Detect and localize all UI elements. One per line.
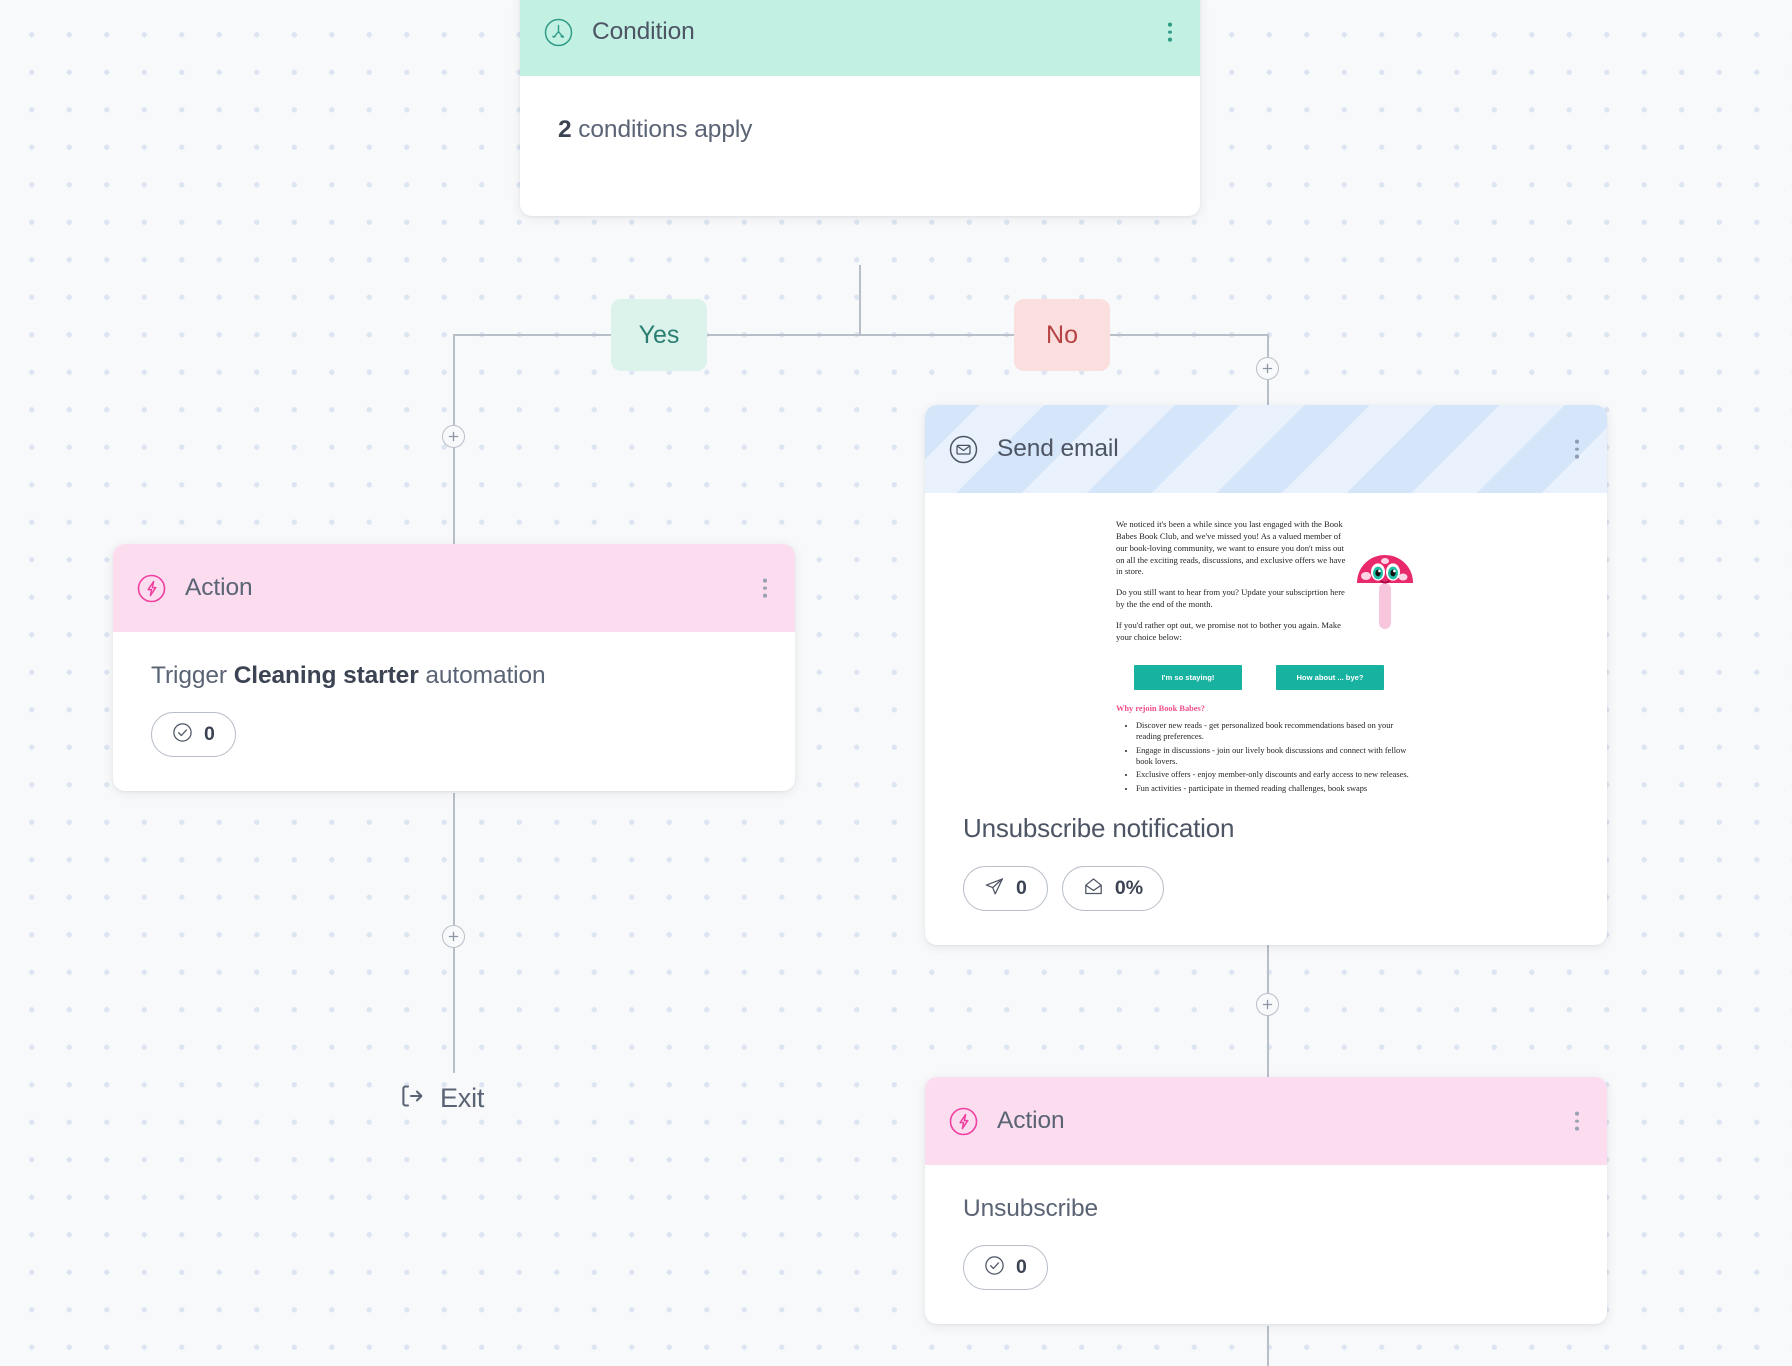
action-left-completed-stat[interactable]: 0 — [151, 712, 236, 757]
exit-label: Exit — [440, 1083, 485, 1113]
condition-kebab-menu[interactable] — [1164, 19, 1176, 46]
action-bottom-stat-value: 0 — [1016, 1256, 1027, 1278]
add-step-button-after-email[interactable] — [1256, 993, 1279, 1016]
action-left-kebab-menu[interactable] — [759, 575, 771, 602]
kebab-dot — [763, 593, 767, 598]
send-email-stats: 0 0% — [963, 866, 1569, 911]
list-item: Discover new reads - get personalized bo… — [1136, 720, 1416, 743]
action-left-suffix: automation — [418, 662, 546, 689]
kebab-dot — [1168, 37, 1172, 42]
kebab-dot — [1575, 1126, 1579, 1131]
action-bolt-icon — [947, 1105, 979, 1137]
plus-icon — [448, 931, 459, 942]
plus-icon — [448, 431, 459, 442]
kebab-dot — [1168, 22, 1172, 27]
connector-branch-bus — [453, 334, 1268, 336]
connector-condition-out — [859, 265, 861, 335]
action-left-header: Action — [113, 544, 795, 632]
kebab-dot — [1575, 1111, 1579, 1116]
add-step-button-yes-branch[interactable] — [442, 425, 465, 448]
add-step-button-no-branch[interactable] — [1256, 357, 1279, 380]
action-left-automation-name: Cleaning starter — [233, 662, 419, 689]
list-item: Engage in discussions - join our lively … — [1136, 745, 1416, 768]
email-open-rate-stat[interactable]: 0% — [1061, 866, 1165, 911]
action-left-prefix: Trigger — [151, 662, 234, 689]
kebab-dot — [1575, 447, 1579, 451]
paper-plane-icon — [984, 876, 1005, 902]
email-open-rate-value: 0% — [1114, 877, 1144, 899]
action-bolt-icon — [135, 572, 167, 604]
action-left-stat-value: 0 — [204, 723, 215, 745]
email-paragraph-1: We noticed it's been a while since you l… — [1116, 519, 1346, 577]
action-left-title: Action — [185, 574, 253, 601]
condition-node-card[interactable]: Condition 2 conditions apply — [520, 0, 1200, 216]
branch-yes-text: Yes — [638, 320, 680, 349]
email-preview-buttons: I'm so staying! How about ... bye? — [1134, 664, 1416, 690]
send-email-node-card[interactable]: Send email We noticed it's been a while … — [925, 405, 1607, 945]
plus-icon — [1262, 999, 1273, 1010]
action-bottom-title: Action — [997, 1107, 1065, 1134]
envelope-icon — [947, 433, 979, 465]
action-bottom-header: Action — [925, 1077, 1607, 1165]
kebab-dot — [763, 578, 767, 583]
branch-no-text: No — [1046, 320, 1078, 349]
email-paragraph-2: Do you still want to hear from you? Upda… — [1116, 587, 1345, 610]
condition-summary: 2 conditions apply — [558, 116, 1162, 144]
branch-label-yes[interactable]: Yes — [611, 299, 707, 371]
kebab-dot — [1575, 454, 1579, 459]
send-email-title: Send email — [997, 435, 1119, 462]
kebab-dot — [1575, 439, 1579, 444]
condition-card-body: 2 conditions apply — [520, 76, 1200, 216]
kebab-dot — [1168, 30, 1172, 34]
action-bottom-completed-stat[interactable]: 0 — [963, 1245, 1048, 1290]
send-email-header: Send email — [925, 405, 1607, 493]
condition-summary-text: conditions apply — [571, 116, 753, 143]
email-button-stay[interactable]: I'm so staying! — [1134, 664, 1242, 690]
email-preview-thumbnail[interactable]: We noticed it's been a while since you l… — [1116, 519, 1416, 797]
email-sent-stat[interactable]: 0 — [963, 866, 1048, 911]
open-envelope-icon — [1083, 876, 1104, 902]
action-bottom-description: Unsubscribe — [963, 1195, 1099, 1222]
email-campaign-title: Unsubscribe notification — [963, 813, 1235, 843]
mushroom-character-icon — [1354, 547, 1416, 638]
email-preview-bullet-list: Discover new reads - get personalized bo… — [1136, 720, 1416, 795]
action-left-description: Trigger Cleaning starter automation — [151, 662, 757, 690]
action-node-card-bottom[interactable]: Action Unsubscribe 0 — [925, 1077, 1607, 1324]
check-circle-icon — [172, 722, 193, 748]
send-email-body: We noticed it's been a while since you l… — [925, 493, 1607, 945]
exit-node[interactable]: Exit — [398, 1082, 484, 1115]
list-item: Exclusive offers - enjoy member-only dis… — [1136, 769, 1416, 780]
connector-action-bottom-out — [1267, 1326, 1269, 1366]
email-preview-text-block: We noticed it's been a while since you l… — [1116, 519, 1350, 653]
condition-card-title: Condition — [592, 18, 695, 45]
email-preview-heading: Why rejoin Book Babes? — [1116, 703, 1205, 713]
email-preview-top: We noticed it's been a while since you l… — [1116, 519, 1416, 653]
action-bottom-stats: 0 — [963, 1245, 1569, 1290]
action-bottom-body: Unsubscribe 0 — [925, 1165, 1607, 1324]
action-node-card-left[interactable]: Action Trigger Cleaning starter automati… — [113, 544, 795, 791]
branch-label-no[interactable]: No — [1014, 299, 1110, 371]
email-paragraph-3: If you'd rather opt out, we promise not … — [1116, 620, 1341, 642]
send-email-kebab-menu[interactable] — [1571, 436, 1583, 463]
action-left-body: Trigger Cleaning starter automation 0 — [113, 632, 795, 791]
condition-card-header: Condition — [520, 0, 1200, 76]
list-item: Fun activities - participate in themed r… — [1136, 783, 1416, 794]
email-button-bye[interactable]: How about ... bye? — [1276, 664, 1384, 690]
action-bottom-kebab-menu[interactable] — [1571, 1108, 1583, 1135]
kebab-dot — [1575, 1119, 1579, 1123]
action-left-stats: 0 — [151, 712, 757, 757]
condition-branch-icon — [542, 16, 574, 48]
plus-icon — [1262, 363, 1273, 374]
add-step-button-after-action-left[interactable] — [442, 925, 465, 948]
check-circle-icon — [984, 1255, 1005, 1281]
kebab-dot — [763, 586, 767, 590]
email-sent-value: 0 — [1016, 877, 1027, 899]
condition-count: 2 — [558, 116, 572, 143]
exit-arrow-icon — [398, 1082, 426, 1115]
